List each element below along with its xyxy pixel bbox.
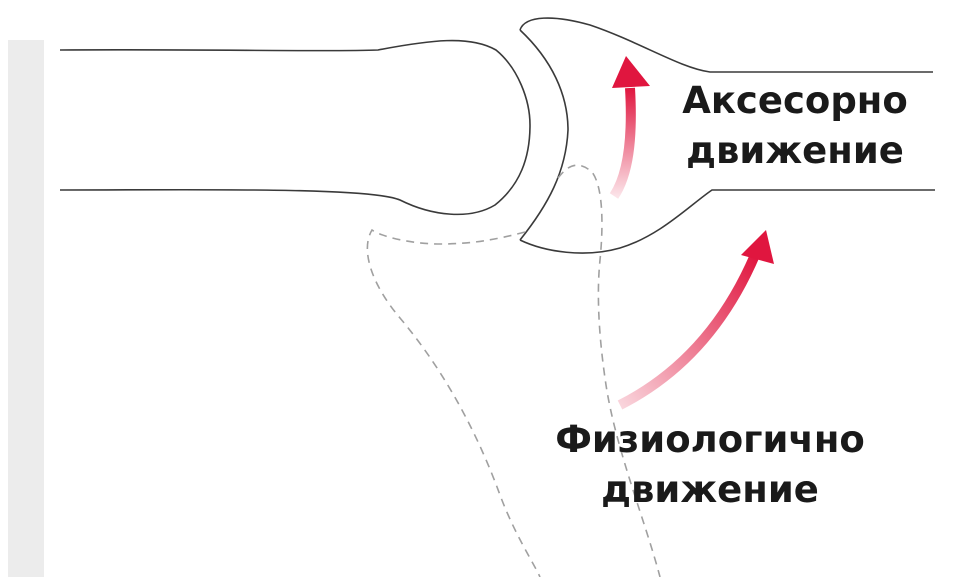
distal-bone-lower-outline xyxy=(520,190,935,253)
distal-bone-articular-surface xyxy=(520,30,568,240)
physiological-label-line1: Физиологично xyxy=(545,415,875,465)
physiological-label-line2: движение xyxy=(545,465,875,515)
physiological-movement-label: Физиологично движение xyxy=(545,415,875,515)
physiological-movement-arrow xyxy=(620,255,755,405)
accessory-movement-label: Аксесорно движение xyxy=(660,76,930,176)
accessory-label-line1: Аксесорно xyxy=(660,76,930,126)
physiological-arrowhead xyxy=(741,230,774,264)
accessory-arrowhead xyxy=(612,56,650,88)
proximal-bone-outline xyxy=(60,41,530,215)
distal-bone-outline xyxy=(520,18,933,72)
accessory-movement-arrow xyxy=(614,88,631,196)
flexed-bone-dashed-outline xyxy=(367,230,540,577)
accessory-label-line2: движение xyxy=(660,126,930,176)
flexed-bone-dashed-outline-right xyxy=(558,165,660,577)
